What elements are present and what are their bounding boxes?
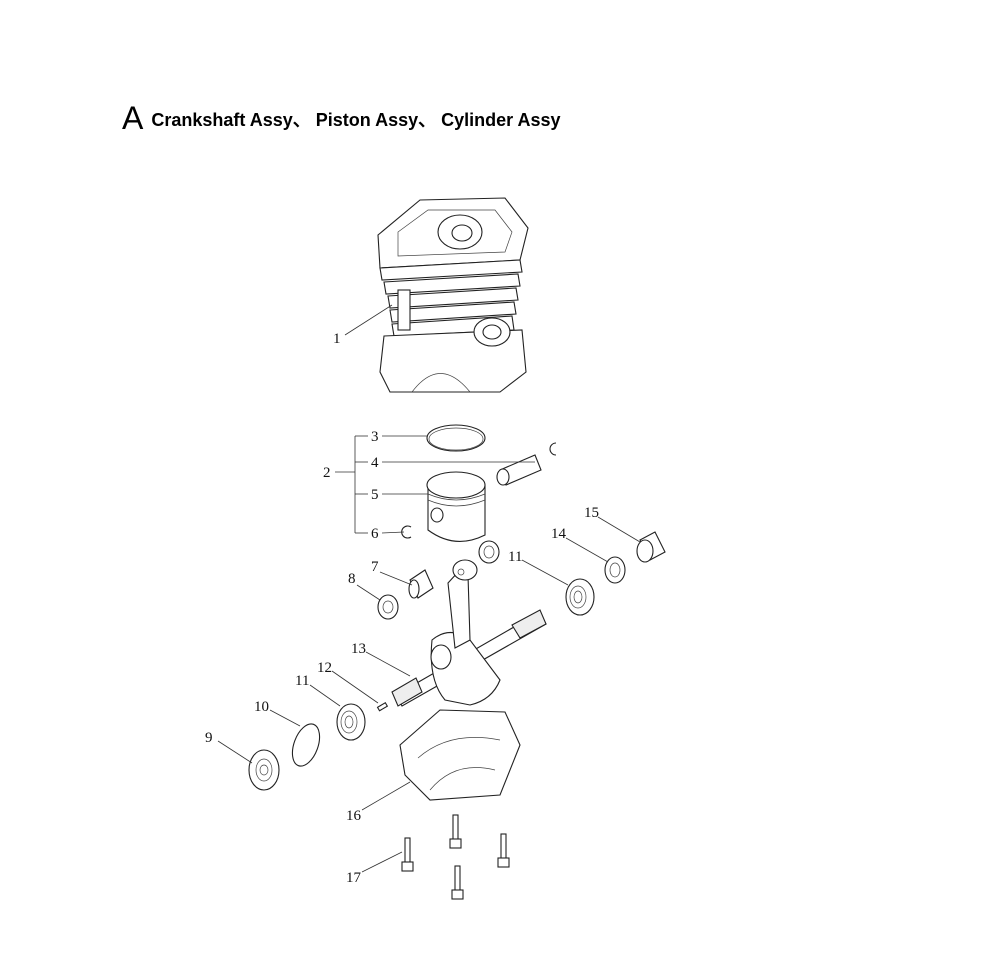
diagram-title: A Crankshaft Assy、 Piston Assy、 Cylinder …: [122, 100, 560, 137]
callout-12: 12: [317, 660, 332, 676]
callout-5: 5: [371, 487, 379, 503]
callout-2: 2: [323, 465, 331, 481]
callout-11: 11: [295, 673, 309, 689]
callout-10: 10: [254, 699, 269, 715]
callout-1: 1: [333, 331, 341, 347]
callout-17: 17: [346, 870, 362, 886]
part-oil-seal: [604, 556, 626, 584]
part-bolt: [497, 833, 510, 868]
callout-3: 3: [371, 429, 379, 445]
callout-13: 13: [351, 641, 366, 657]
part-washer: [377, 594, 399, 620]
part-circlip: [549, 442, 557, 456]
callout-15: 15: [584, 505, 599, 521]
part-bearing: [336, 703, 366, 741]
section-title: Crankshaft Assy、 Piston Assy、 Cylinder A…: [151, 109, 561, 130]
part-piston: [426, 471, 486, 542]
callout-4: 4: [371, 455, 379, 471]
part-bolt: [449, 814, 462, 849]
callout-11: 11: [508, 549, 522, 565]
part-cylinder: [377, 197, 529, 393]
callout-9: 9: [205, 730, 213, 746]
section-letter: A: [122, 100, 144, 136]
part-oil-seal: [248, 749, 280, 791]
callout-6: 6: [371, 526, 379, 542]
callout-14: 14: [551, 526, 567, 542]
callout-7: 7: [371, 559, 379, 575]
part-needle-bearing: [408, 569, 434, 599]
part-bolt: [401, 837, 414, 872]
part-retaining-ring: [291, 723, 321, 767]
part-crankshaft: [391, 559, 547, 707]
part-key: [376, 702, 389, 712]
part-bolt: [451, 865, 464, 900]
leader-lines: [217, 304, 641, 873]
part-bearing: [565, 578, 595, 616]
callout-8: 8: [348, 571, 356, 587]
part-piston-ring: [426, 424, 486, 452]
part-piston-pin: [496, 454, 542, 486]
part-spring: [636, 531, 666, 563]
part-crankcase: [399, 709, 521, 801]
callout-16: 16: [346, 808, 362, 824]
